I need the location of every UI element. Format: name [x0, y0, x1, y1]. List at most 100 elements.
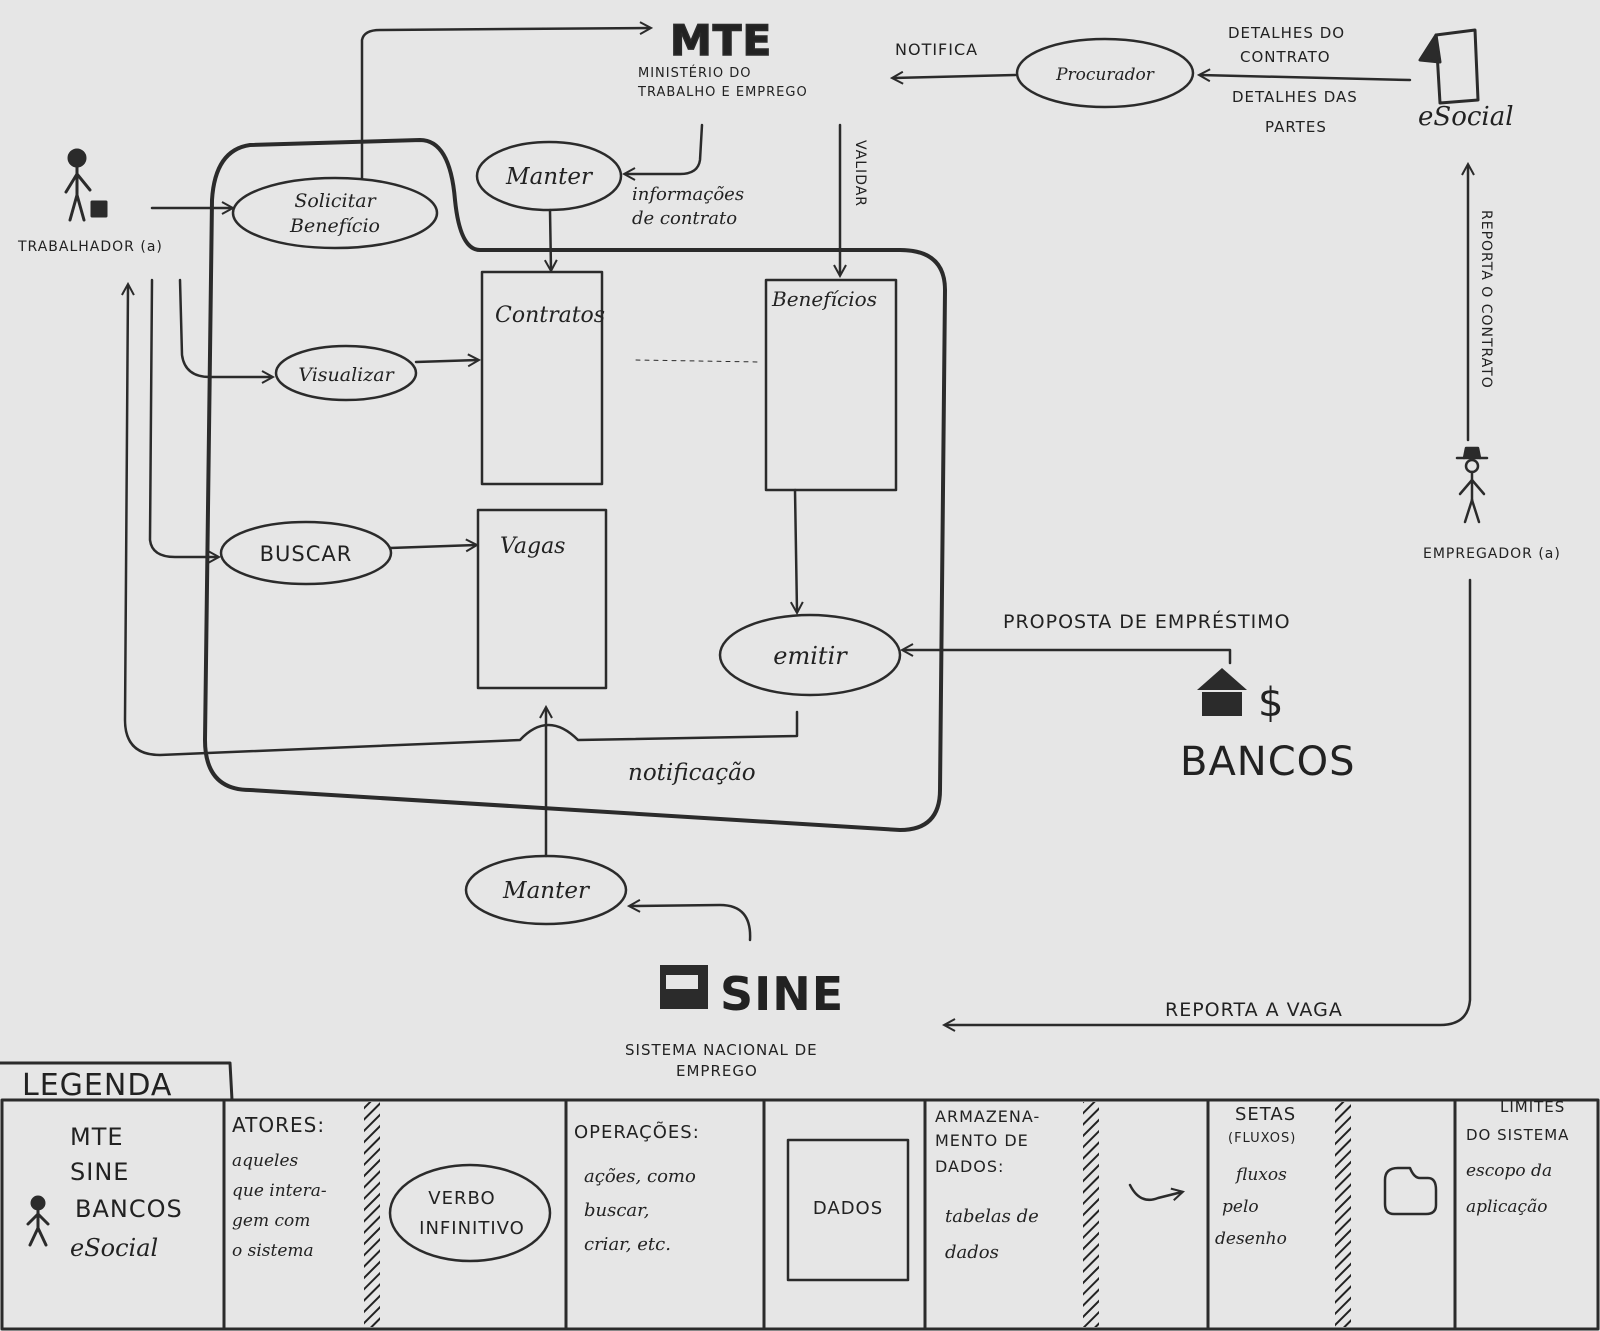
legend-dados-box: DADOS	[813, 1198, 883, 1219]
op-solicitar-line2: Benefício	[289, 215, 380, 237]
op-buscar: BUSCAR	[219, 520, 393, 586]
legend-setas-desc-1: pelo	[1222, 1197, 1259, 1217]
legend-arrow-sample	[1128, 1183, 1182, 1202]
actor-empregador: EMPREGADOR (a)	[1423, 446, 1561, 562]
legend-limites-title-0: LIMITES	[1500, 1098, 1565, 1116]
op-manter-contratos: Manter	[475, 140, 623, 212]
legend-setas-desc-0: fluxos	[1234, 1165, 1287, 1185]
legend-limites-desc-0: escopo da	[1466, 1161, 1552, 1181]
dotted-link	[635, 359, 761, 363]
op-procurador-label: Procurador	[1055, 65, 1155, 85]
op-buscar-label: BUSCAR	[260, 542, 353, 566]
actor-bancos: $ BANCOS	[1180, 668, 1356, 785]
legend-setas-desc-2: desenho	[1215, 1229, 1287, 1249]
label-detalhes-contrato-2: CONTRATO	[1240, 48, 1331, 66]
flow-emitir-trabalhador	[125, 285, 799, 757]
label-detalhes-partes-1: DETALHES DAS	[1232, 88, 1358, 106]
store-vagas: Vagas	[476, 508, 608, 690]
flow-trab-visualizar	[178, 278, 272, 377]
op-solicitar-beneficio: Solicitar Benefício	[231, 176, 439, 250]
label-notificacao: notificação	[628, 760, 756, 786]
legend-verbo-1: VERBO	[428, 1188, 495, 1209]
legend-atores-desc-0: aqueles	[232, 1151, 299, 1171]
legend-armaz-title-2: DADOS:	[935, 1157, 1004, 1176]
store-vagas-label: Vagas	[500, 534, 565, 559]
label-validar: VALIDAR	[852, 140, 868, 207]
label-notifica: NOTIFICA	[895, 40, 978, 59]
op-manter-top-label: Manter	[505, 164, 594, 190]
document-icon	[1418, 28, 1480, 105]
store-contratos: Contratos	[480, 270, 605, 486]
esocial-label: eSocial	[1418, 102, 1514, 132]
actor-esocial: eSocial	[1418, 28, 1514, 132]
label-detalhes-contrato-1: DETALHES DO	[1228, 24, 1345, 42]
actor-bancos-label: BANCOS	[1180, 739, 1356, 785]
flow-mte-manter	[625, 123, 704, 174]
mte-line2: TRABALHO E EMPREGO	[637, 85, 808, 100]
legend-operacoes-desc-0: ações, como	[584, 1166, 696, 1187]
flow-procurador-mte	[893, 75, 1017, 78]
op-emitir-label: emitir	[773, 642, 848, 670]
op-manter-bottom-label: Manter	[502, 878, 591, 904]
legend-hatch-2	[1083, 1102, 1099, 1327]
label-reporta-contrato: REPORTA O CONTRATO	[1478, 210, 1494, 389]
flow-sine-manter	[630, 905, 752, 942]
legend-operacoes-desc-2: criar, etc.	[584, 1234, 671, 1255]
legend-actor-3: eSocial	[70, 1234, 158, 1262]
flow-manter-contratos	[550, 208, 551, 270]
legend-store-box	[786, 1138, 910, 1282]
legend-actor-2: BANCOS	[75, 1195, 183, 1223]
actor-sine: SINE SISTEMA NACIONAL DE EMPREGO	[625, 965, 844, 1080]
op-manter-vagas: Manter	[464, 854, 628, 926]
actor-trabalhador-label: TRABALHADOR (a)	[17, 239, 163, 255]
legend: LEGENDA MTE SINE BANCOS eSocial ATORES: …	[0, 1061, 1600, 1331]
op-emitir: emitir	[718, 613, 902, 697]
sine-logo: SINE	[720, 967, 844, 1021]
legend-armaz-title-0: ARMAZENA-	[935, 1107, 1040, 1126]
legend-limites-desc-1: aplicação	[1466, 1197, 1547, 1217]
op-visualizar-label: Visualizar	[298, 364, 395, 386]
label-informacoes-2: de contrato	[632, 208, 737, 229]
flow-trab-buscar	[148, 278, 218, 557]
legend-limites-title-1: DO SISTEMA	[1466, 1126, 1569, 1144]
legend-setas-title: SETAS	[1235, 1104, 1296, 1125]
system-boundary	[203, 138, 947, 832]
store-beneficios: Benefícios	[764, 278, 898, 492]
legend-title: LEGENDA	[22, 1068, 172, 1103]
legend-verbo-2: INFINITIVO	[419, 1218, 525, 1239]
bancos-dollar: $	[1258, 680, 1284, 726]
flow-solicitar-mte	[360, 28, 650, 180]
actor-trabalhador: TRABALHADOR (a)	[17, 148, 163, 255]
op-solicitar-line1: Solicitar	[294, 190, 377, 212]
bank-icon	[1197, 668, 1247, 716]
sine-line1: SISTEMA NACIONAL DE	[625, 1041, 818, 1059]
legend-armaz-desc-0: tabelas de	[945, 1206, 1039, 1227]
op-procurador: Procurador	[1015, 37, 1195, 109]
label-detalhes-partes-2: PARTES	[1265, 118, 1327, 136]
legend-setas-sub: (FLUXOS)	[1228, 1131, 1296, 1146]
label-reporta-vaga: REPORTA A VAGA	[1165, 999, 1343, 1021]
actor-mte: MTE MINISTÉRIO DO TRABALHO E EMPREGO	[637, 15, 808, 100]
actor-empregador-label: EMPREGADOR (a)	[1423, 546, 1561, 562]
legend-actor-icon	[26, 1195, 50, 1247]
legend-hatch-3	[1335, 1102, 1351, 1327]
flow-beneficios-emitir	[795, 488, 797, 612]
cowboy-icon	[1455, 446, 1489, 524]
legend-armaz-title-1: MENTO DE	[935, 1131, 1029, 1150]
store-contratos-label: Contratos	[495, 303, 605, 328]
label-informacoes-1: informações	[632, 184, 744, 205]
op-visualizar: Visualizar	[274, 344, 418, 402]
legend-boundary-sample	[1383, 1166, 1438, 1216]
flow-esocial-procurador	[1200, 75, 1412, 80]
legend-actor-0: MTE	[70, 1123, 124, 1151]
flow-empregador-sine	[945, 578, 1472, 1025]
mte-line1: MINISTÉRIO DO	[638, 65, 752, 81]
mte-logo: MTE	[670, 16, 772, 65]
legend-operacoes-title: OPERAÇÕES:	[574, 1121, 700, 1143]
legend-atores-desc-3: o sistema	[232, 1241, 314, 1261]
worker-icon	[64, 148, 108, 222]
legend-operation-ellipse	[388, 1163, 552, 1263]
sine-line2: EMPREGO	[676, 1062, 758, 1080]
label-proposta: PROPOSTA DE EMPRÉSTIMO	[1003, 610, 1291, 633]
